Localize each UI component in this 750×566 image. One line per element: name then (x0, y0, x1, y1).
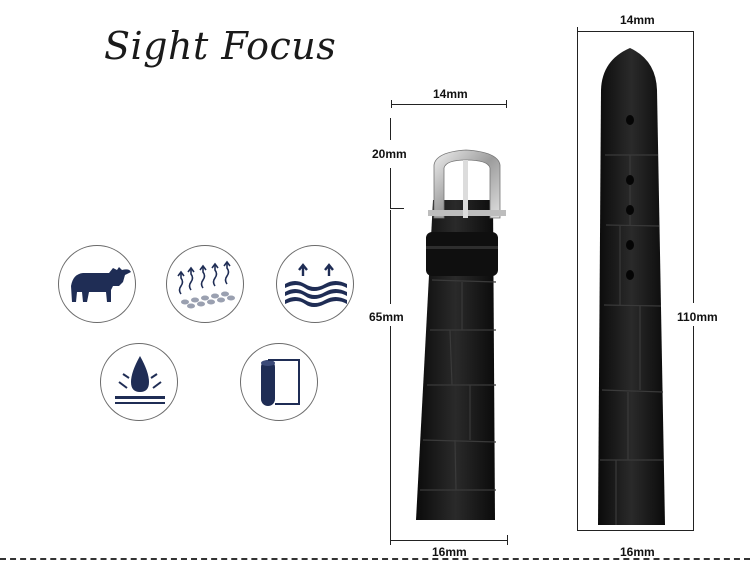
brand-logo: Sight Focus (104, 24, 337, 68)
short-top-width-label: 14mm (433, 87, 468, 101)
long-length-label: 110mm (677, 310, 718, 324)
leather-roll-icon (240, 343, 318, 421)
water-drop-resistant-icon (100, 343, 178, 421)
short-length-label: 65mm (369, 310, 404, 324)
long-top-width-label: 14mm (620, 13, 655, 27)
breathable-leather-icon (166, 245, 244, 323)
water-wave-icon (276, 245, 354, 323)
short-bottom-width-label: 16mm (432, 545, 467, 559)
short-lug-label: 20mm (372, 147, 407, 161)
cow-icon (58, 245, 136, 323)
long-bottom-width-label: 16mm (620, 545, 655, 559)
bottom-divider (0, 558, 750, 560)
